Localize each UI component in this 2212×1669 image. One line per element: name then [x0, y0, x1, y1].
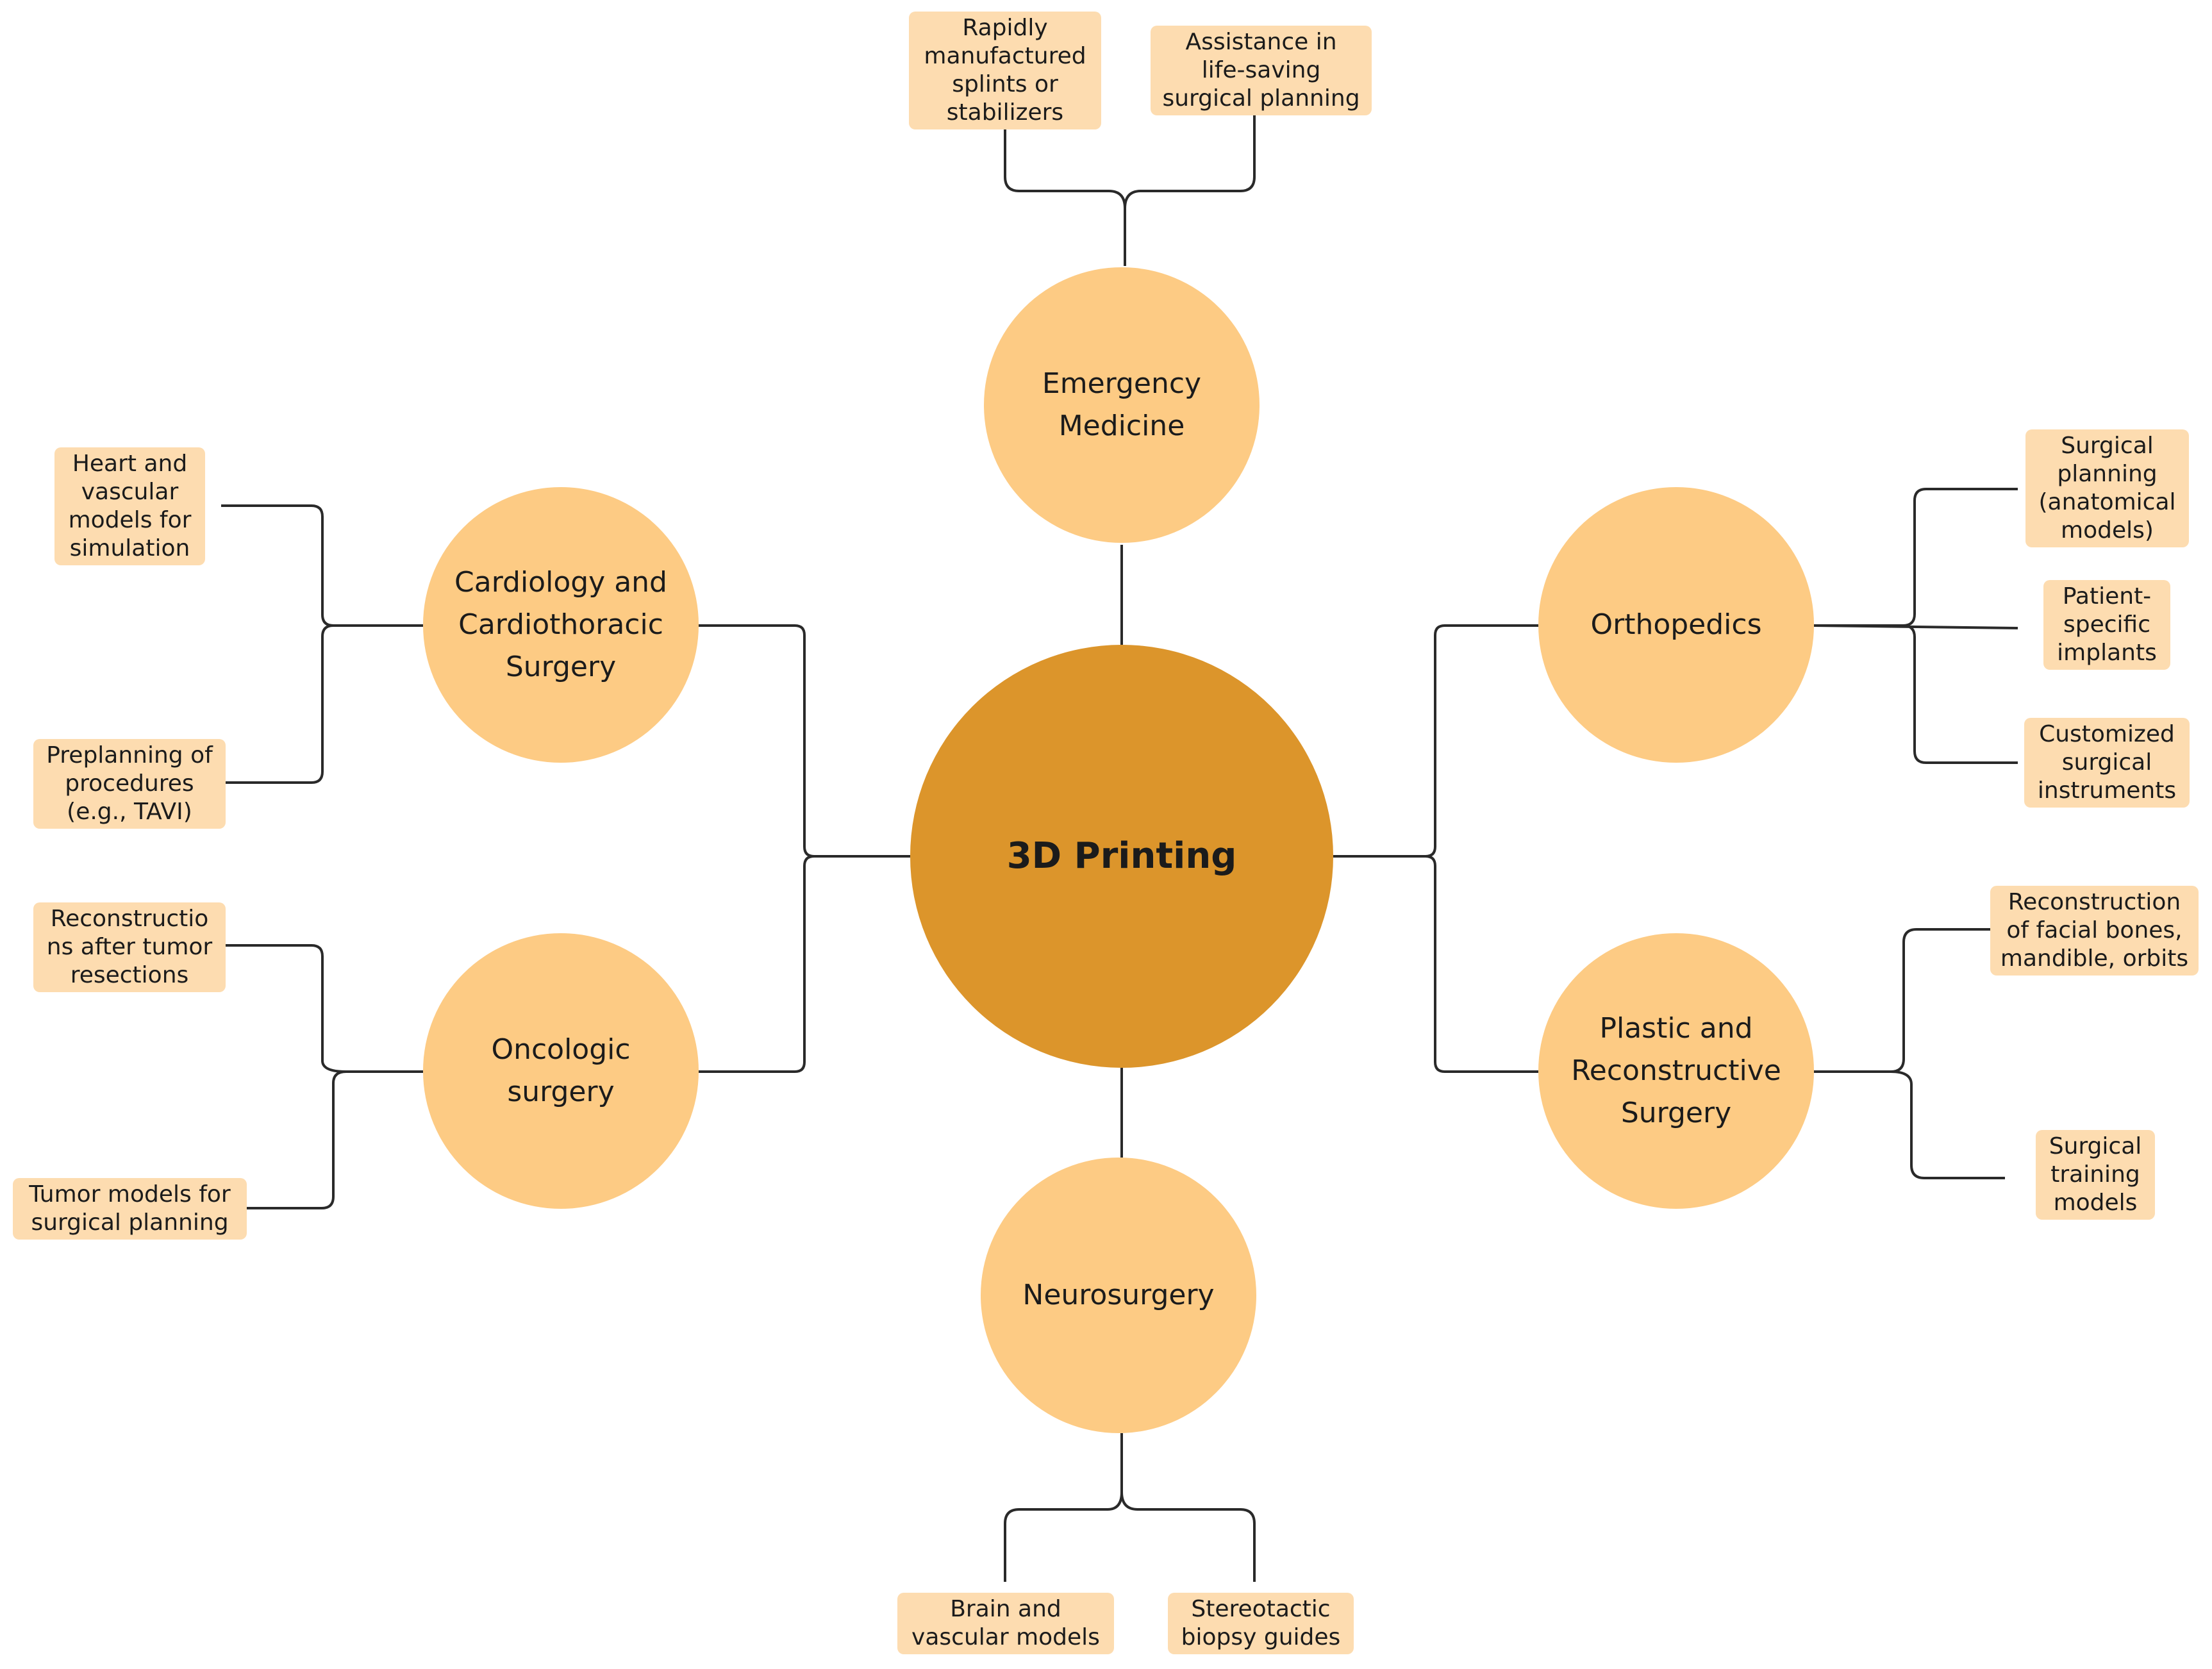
leaf-emergency-splints: Rapidly manufactured splints or stabiliz… — [909, 12, 1101, 129]
leaf-orthopedics-instruments: Customized surgical instruments — [2024, 718, 2190, 808]
category-orthopedics: Orthopedics — [1538, 487, 1814, 763]
leaf-cardiology-preplanning: Preplanning of procedures (e.g., TAVI) — [33, 739, 226, 829]
category-label: Oncologic surgery — [491, 1033, 631, 1108]
connector-oncologic-items — [224, 944, 423, 1209]
leaf-oncologic-reconstructions: Reconstructio ns after tumor resections — [33, 902, 226, 992]
leaf-neurosurgery-brain-models: Brain and vascular models — [897, 1593, 1114, 1654]
leaf-emergency-surgical-planning: Assistance in life-saving surgical plann… — [1151, 26, 1372, 115]
leaf-plastic-facial-bones: Reconstruction of facial bones, mandible… — [1990, 886, 2199, 976]
connector-center-plastic — [1333, 855, 1538, 1073]
center-node: 3D Printing — [910, 645, 1333, 1068]
category-plastic-reconstructive: Plastic and Reconstructive Surgery — [1538, 933, 1814, 1209]
center-label: 3D Printing — [1006, 835, 1237, 877]
category-cardiology: Cardiology and Cardiothoracic Surgery — [423, 487, 699, 763]
leaf-plastic-training-models: Surgical training models — [2036, 1130, 2155, 1220]
category-label: Plastic and Reconstructive Surgery — [1571, 1012, 1781, 1129]
connector-center-cardiology — [699, 624, 910, 858]
leaf-orthopedics-surgical-planning: Surgical planning (anatomical models) — [2025, 429, 2189, 547]
category-label: Emergency Medicine — [1042, 367, 1202, 442]
category-neurosurgery: Neurosurgery — [981, 1158, 1256, 1433]
category-label: Orthopedics — [1590, 608, 1762, 641]
connector-emergency-items — [1004, 114, 1256, 266]
category-oncologic-surgery: Oncologic surgery — [423, 933, 699, 1209]
connector-orthopedics-items — [1813, 488, 2018, 764]
connector-center-oncologic — [699, 855, 910, 1073]
connector-cardiology-items — [221, 504, 423, 784]
connector-neurosurgery-items — [1004, 1433, 1256, 1582]
category-label: Neurosurgery — [1022, 1279, 1215, 1311]
connector-center-orthopedics — [1333, 624, 1538, 858]
leaf-cardiology-heart-models: Heart and vascular models for simulation — [54, 447, 205, 565]
category-label: Cardiology and Cardiothoracic Surgery — [454, 566, 667, 683]
leaf-oncologic-tumor-models: Tumor models for surgical planning — [13, 1178, 247, 1240]
leaf-neurosurgery-biopsy-guides: Stereotactic biopsy guides — [1168, 1593, 1354, 1654]
connector-plastic-items — [1814, 928, 2005, 1179]
leaf-orthopedics-implants: Patient- specific implants — [2043, 580, 2170, 670]
category-emergency-medicine: Emergency Medicine — [984, 267, 1260, 543]
